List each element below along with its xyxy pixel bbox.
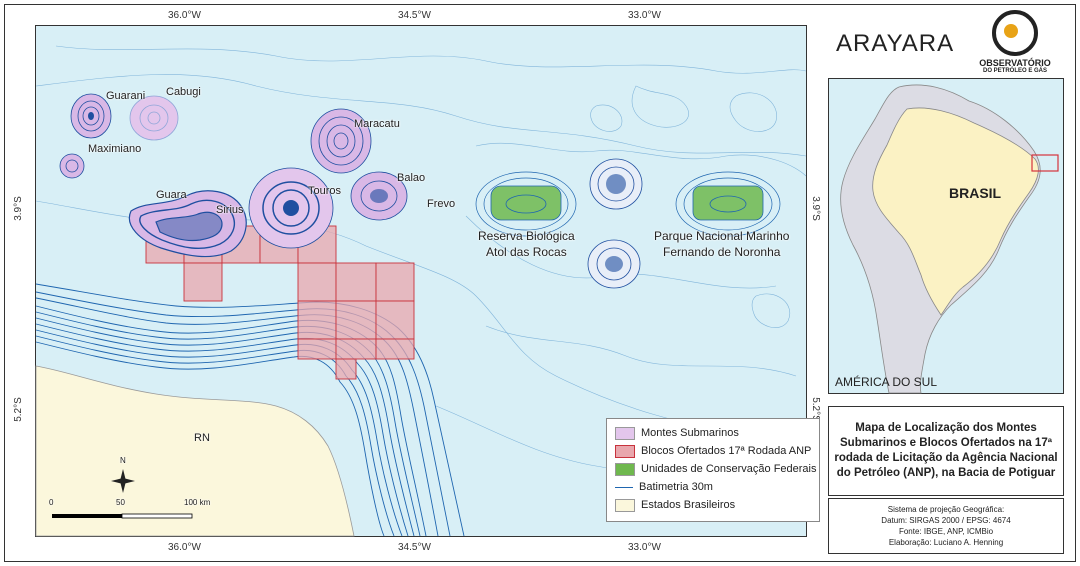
map-credits: Sistema de projeção Geográfica: Datum: S… xyxy=(828,498,1064,554)
inset-map[interactable]: BRASIL AMÉRICA DO SUL xyxy=(828,78,1064,394)
arayara-logo: ARAYARA xyxy=(836,30,955,57)
label-noronha-line2: Fernando de Noronha xyxy=(663,245,781,259)
legend-label-states: Estados Brasileiros xyxy=(641,499,736,511)
label-rocas: Reserva Biológica Atol das Rocas xyxy=(478,228,575,260)
inset-canvas xyxy=(840,84,1059,394)
label-guarani: Guarani xyxy=(106,90,146,102)
coord-bottom-1: 36.0°W xyxy=(168,542,201,553)
coord-right-1: 3.9°S xyxy=(809,196,821,221)
label-rocas-line1: Reserva Biológica xyxy=(478,229,575,243)
map-canvas xyxy=(35,45,807,537)
credits-line-4: Elaboração: Luciano A. Henning xyxy=(888,538,1004,547)
coord-top-2: 34.5°W xyxy=(398,10,431,21)
inset-label-continent: AMÉRICA DO SUL xyxy=(835,375,938,389)
legend-swatch-conservation xyxy=(615,462,635,476)
map-title: Mapa de Localização dos Montes Submarino… xyxy=(834,422,1058,479)
legend-label-blocks: Blocos Ofertados 17ª Rodada ANP xyxy=(641,445,812,457)
coord-left-1: 3.9°S xyxy=(12,196,24,221)
brazil-land xyxy=(872,107,1039,316)
label-sirius: Sirius xyxy=(216,204,244,216)
legend-line-bathymetry xyxy=(615,486,633,488)
north-label: N xyxy=(120,456,126,465)
coord-bottom-3: 33.0°W xyxy=(628,542,661,553)
scale-label-100: 100 km xyxy=(184,498,211,507)
legend-label-conservation: Unidades de Conservação Federais xyxy=(641,463,817,475)
map-frame xyxy=(4,4,1076,562)
legend-item-seamounts: Montes Submarinos xyxy=(615,425,739,441)
observatorio-logo-subtitle: DO PETRÓLEO E GÁS xyxy=(982,68,1047,74)
legend-item-states: Estados Brasileiros xyxy=(615,497,735,513)
inset-label-brasil: BRASIL xyxy=(949,185,1002,201)
legend-swatch-blocks xyxy=(615,444,635,458)
label-noronha: Parque Nacional Marinho Fernando de Noro… xyxy=(654,228,789,260)
credits-line-1: Sistema de projeção Geográfica: xyxy=(887,505,1005,514)
label-maximiano: Maximiano xyxy=(88,143,142,155)
label-touros: Touros xyxy=(308,185,342,197)
label-cabugi: Cabugi xyxy=(166,86,201,98)
legend-swatch-seamounts xyxy=(615,426,635,440)
study-area-marker xyxy=(1031,154,1059,172)
legend-label-bathymetry: Batimetria 30m xyxy=(639,481,713,493)
label-frevo: Frevo xyxy=(427,198,456,210)
coord-top-3: 33.0°W xyxy=(628,10,661,21)
north-arrow-icon xyxy=(111,469,135,493)
observatorio-logo: OBSERVATÓRIO DO PETRÓLEO E GÁS xyxy=(960,10,1070,74)
legend-label-seamounts: Montes Submarinos xyxy=(641,427,739,439)
rn-land xyxy=(35,365,355,537)
observatorio-logo-title: OBSERVATÓRIO xyxy=(979,58,1051,68)
label-rocas-line2: Atol das Rocas xyxy=(486,245,567,259)
bathymetry-background xyxy=(35,45,807,507)
seamounts xyxy=(59,93,643,289)
coord-left-2: 5.2°S xyxy=(12,397,24,422)
scale-bar xyxy=(52,513,193,519)
scale-label-50: 50 xyxy=(116,498,125,507)
label-rn: RN xyxy=(194,432,210,444)
legend-swatch-states xyxy=(615,498,635,512)
credits-line-3: Fonte: IBGE, ANP, ICMBio xyxy=(898,527,994,536)
coord-top-1: 36.0°W xyxy=(168,10,201,21)
legend-item-bathymetry: Batimetria 30m xyxy=(615,479,713,495)
credits-line-2: Datum: SIRGAS 2000 / EPSG: 4674 xyxy=(881,516,1011,525)
guara-sirius-ridge xyxy=(128,190,247,258)
conservation-units xyxy=(475,171,781,237)
map-title-box: Mapa de Localização dos Montes Submarino… xyxy=(828,406,1064,496)
main-map[interactable]: Guarani Cabugi Maximiano Maracatu Balao … xyxy=(35,25,820,537)
scale-label-0: 0 xyxy=(49,498,54,507)
legend-item-conservation: Unidades de Conservação Federais xyxy=(615,461,817,477)
label-guara: Guara xyxy=(156,189,187,201)
label-balao: Balao xyxy=(397,172,426,184)
label-maracatu: Maracatu xyxy=(354,118,400,130)
legend-item-blocks: Blocos Ofertados 17ª Rodada ANP xyxy=(615,443,811,459)
map-legend: Montes Submarinos Blocos Ofertados 17ª R… xyxy=(606,418,820,522)
label-noronha-line1: Parque Nacional Marinho xyxy=(654,229,790,243)
coord-bottom-2: 34.5°W xyxy=(398,542,431,553)
observatorio-emblem-icon xyxy=(992,10,1038,56)
